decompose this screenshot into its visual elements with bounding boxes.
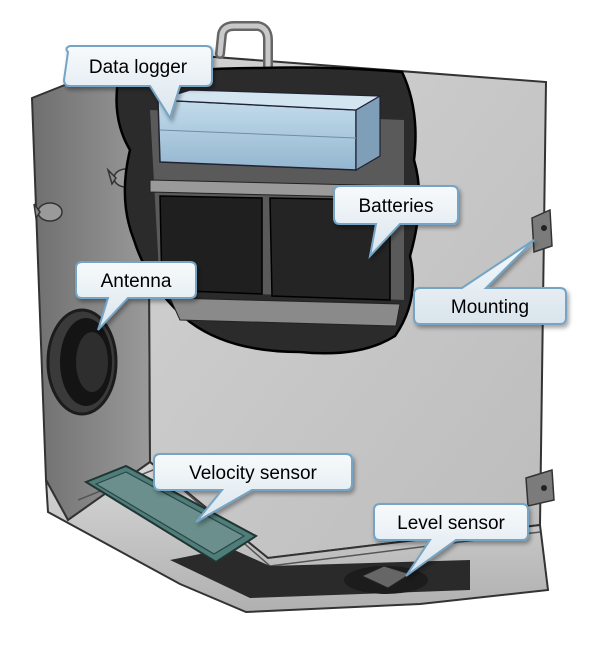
enclosure (30, 21, 555, 614)
wing-nut-lower (33, 202, 63, 222)
callout-antenna: Antenna (75, 261, 197, 331)
callout-batteries-label: Batteries (359, 196, 434, 217)
callout-mounting-label: Mounting (451, 297, 529, 318)
velocity-sensor (83, 464, 258, 564)
callout-antenna-label: Antenna (101, 271, 172, 292)
callout-level-sensor-label: Level sensor (397, 513, 505, 534)
callout-level-sensor: Level sensor (373, 503, 529, 577)
antenna-port (46, 308, 118, 416)
callout-velocity-sensor: Velocity sensor (153, 453, 353, 523)
callout-batteries: Batteries (333, 185, 459, 260)
callout-data-logger-label: Data logger (89, 57, 188, 78)
data-logger-box (157, 99, 357, 171)
callout-mounting: Mounting (413, 239, 567, 325)
callout-velocity-sensor-label: Velocity sensor (189, 463, 317, 484)
mounting-bracket-lower (525, 469, 555, 507)
mounting-bracket-upper (531, 208, 553, 254)
callout-data-logger: Data logger (62, 45, 213, 121)
